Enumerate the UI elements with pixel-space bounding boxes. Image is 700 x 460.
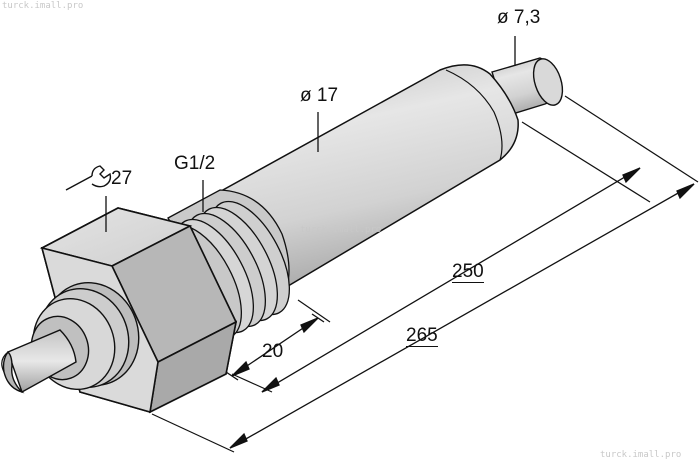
- body-diameter-label: ø 17: [300, 85, 339, 106]
- ext-thread-end: [297, 299, 331, 323]
- wrench-size-label: 27: [111, 168, 133, 189]
- arrow-265-end: [676, 183, 695, 200]
- wrench-icon: [65, 165, 112, 191]
- extension-lines: [151, 95, 699, 453]
- arrow-20-end: [300, 317, 319, 334]
- sensor-body: [210, 64, 519, 294]
- arrow-265-start: [229, 432, 248, 449]
- arrow-20-start: [231, 360, 250, 377]
- dim-line-265: [229, 183, 695, 449]
- dim-line-250: [261, 167, 641, 393]
- ext-hex-bottom: [151, 413, 235, 453]
- ext-tip-end: [564, 95, 699, 183]
- cable: [1, 329, 77, 394]
- arrow-250-start: [261, 376, 280, 393]
- watermark-center: turck.imall.pro: [300, 225, 382, 235]
- watermark-bottom-right: turck.imall.pro: [600, 450, 682, 460]
- length-20-label: 20: [262, 341, 284, 362]
- length-265-label: 265: [406, 325, 438, 347]
- thread-label: G1/2: [174, 153, 216, 174]
- leader-lines: [105, 36, 516, 232]
- arrow-250-end: [622, 167, 641, 184]
- length-250-label: 250: [452, 261, 484, 283]
- dimension-lines: [225, 167, 695, 449]
- small-diameter-label: ø 7,3: [497, 7, 541, 28]
- ext-body-end: [521, 121, 651, 203]
- watermark-top-left: turck.imall.pro: [2, 1, 84, 11]
